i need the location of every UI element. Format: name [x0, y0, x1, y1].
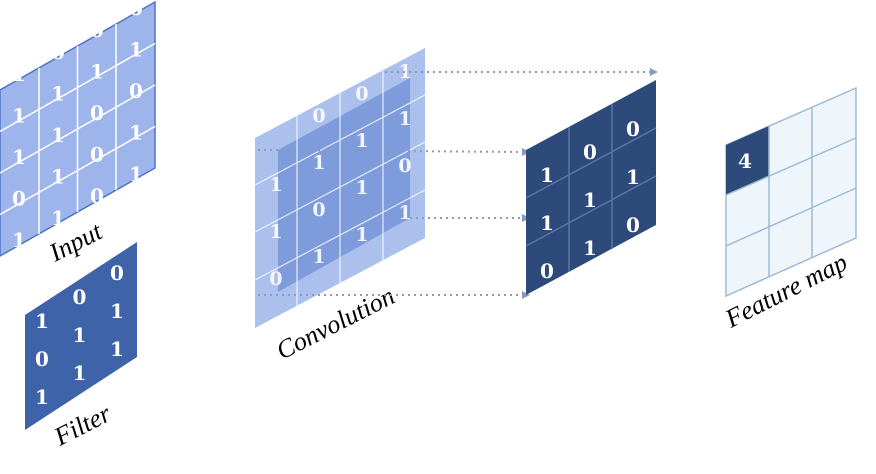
input-matrix-cell: 0	[90, 18, 104, 42]
input-matrix-cell: 0	[90, 143, 104, 167]
convolution-matrix-cell: 0	[398, 155, 411, 177]
filter-plane	[25, 242, 137, 430]
convolution-matrix-cell: 0	[312, 105, 325, 127]
filter-matrix-cell: 0	[35, 347, 49, 371]
convolution-matrix-cell: 0	[312, 199, 325, 221]
feature-map-grid: 4	[725, 86, 857, 298]
input-matrix-cell: 1	[90, 60, 104, 84]
result-matrix-cell: 0	[583, 140, 597, 164]
result-matrix-cell: 0	[540, 307, 554, 331]
input-matrix-cell: 0	[90, 184, 104, 208]
convolution-matrix-cell: 1	[355, 177, 368, 199]
filter-matrix-cell: 1	[73, 323, 87, 347]
result-matrix-cell: 1	[583, 236, 597, 260]
input-matrix-cell: 0	[129, 79, 143, 103]
convolution-matrix-cell: 1	[355, 224, 368, 246]
input-matrix-cell: 1	[51, 82, 65, 106]
convolution-matrix-cell: 1	[312, 152, 325, 174]
result-matrix-cell: 1	[583, 188, 597, 212]
filter-matrix-cell: 0	[110, 261, 124, 285]
convolution-matrix-cell: 1	[269, 174, 282, 196]
input-grid: 1 0 0 0 1 1 1 1 1 1 0 0 0 1 0 1 1 1 0 1	[0, 0, 156, 257]
result-matrix-cell: 1	[540, 211, 554, 235]
result-matrix-cell: 0	[540, 259, 554, 283]
feature-map-value: 4	[738, 149, 752, 173]
input-matrix-cell: 1	[129, 38, 143, 62]
input-matrix-cell: 1	[129, 162, 143, 186]
input-matrix-cell: 0	[12, 187, 26, 211]
input-matrix-cell: 1	[51, 165, 65, 189]
convolution-matrix-cell: 1	[269, 315, 282, 337]
input-matrix-cell: 1	[12, 145, 26, 169]
filter-matrix-cell: 1	[110, 337, 124, 361]
filter-matrix-cell: 0	[73, 285, 87, 309]
result-matrix-cell: 0	[626, 117, 640, 141]
convolution-matrix-cell: 1	[398, 202, 411, 224]
result-matrix-cell: 1	[583, 284, 597, 308]
filter-matrix-cell: 1	[35, 309, 49, 333]
input-matrix-cell: 1	[12, 104, 26, 128]
input-matrix-cell: 0	[51, 40, 65, 64]
result-matrix-cell: 1	[540, 163, 554, 187]
filter-matrix-cell: 1	[35, 385, 49, 409]
projection-lines	[257, 71, 650, 296]
convolution-matrix-cell: 0	[355, 83, 368, 105]
convolution-matrix-cell: 1	[312, 293, 325, 315]
input-matrix-cell: 1	[12, 62, 26, 86]
result-grid: 1 0 0 1 1 1 0 1 0 0 1	[525, 80, 657, 331]
input-matrix-cell: 1	[129, 121, 143, 145]
input-matrix-cell: 1	[12, 228, 26, 252]
filter-matrix-cell: 1	[110, 299, 124, 323]
input-matrix-cell: 0	[129, 0, 143, 20]
input-matrix-cell: 0	[90, 101, 104, 125]
result-matrix-cell: 1	[626, 165, 640, 189]
input-matrix-cell: 1	[51, 123, 65, 147]
input-matrix-cell: 1	[51, 206, 65, 230]
feature-map-filled-cell	[726, 126, 769, 195]
convolution-matrix-cell: 1	[398, 108, 411, 130]
convolution-matrix-cell: 0	[269, 268, 282, 290]
result-matrix-cell: 0	[626, 213, 640, 237]
filter-matrix-cell: 1	[73, 361, 87, 385]
convolution-matrix-cell: 1	[312, 246, 325, 268]
convolution-matrix-cell: 1	[355, 130, 368, 152]
result-plane	[526, 80, 656, 295]
convolution-matrix-cell: 1	[269, 221, 282, 243]
